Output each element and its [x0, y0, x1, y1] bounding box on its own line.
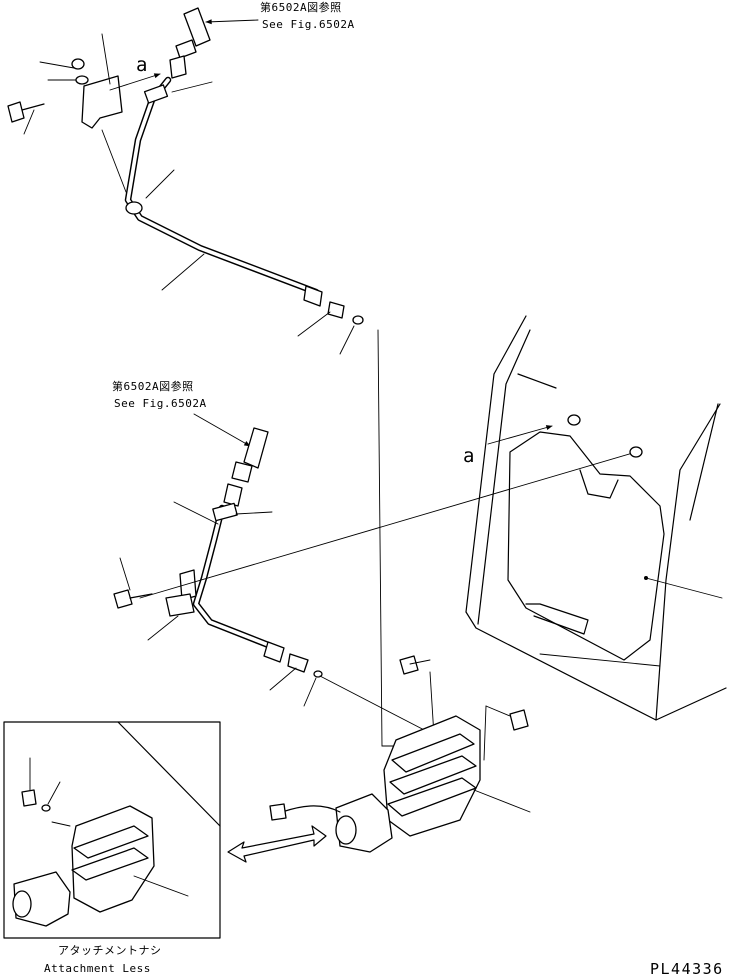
upper-clamp	[143, 84, 169, 104]
inset-label-en: Attachment Less	[44, 962, 151, 975]
lower-clamp	[212, 502, 238, 522]
lower-elbow	[287, 653, 309, 673]
lower-hose-end	[243, 427, 269, 469]
view-marker-right: a	[463, 445, 474, 467]
upper-hose-collar	[175, 39, 197, 59]
view-marker-right-arrow	[487, 425, 553, 445]
inset-label-jp: アタッチメントナシ	[58, 944, 162, 957]
drawing-number: PL44336	[650, 960, 724, 978]
inset-oring	[41, 804, 51, 812]
mounting-bracket	[81, 75, 123, 129]
nut	[71, 58, 85, 70]
lower-leaders	[119, 501, 317, 707]
upper-leaders	[23, 33, 355, 355]
lower-bracket	[179, 569, 197, 601]
inset-bolt	[21, 789, 37, 807]
inset-box	[3, 721, 221, 939]
upper-elbow	[327, 301, 345, 319]
valve-connector	[269, 803, 287, 821]
cover-bolt-1	[567, 414, 581, 426]
cover-bolt-2	[629, 446, 643, 458]
top-reference-jp: 第6502A図参照	[260, 0, 342, 14]
control-valve	[269, 329, 531, 853]
cab-panel	[465, 315, 727, 721]
bolt-to-cover-line	[139, 451, 637, 599]
lower-pipe-nut	[263, 641, 285, 663]
valve-wire	[281, 805, 341, 813]
cover-leader	[645, 577, 723, 599]
valve-nut	[509, 709, 529, 731]
view-marker-top: a	[136, 54, 147, 76]
upper-hose-end	[183, 7, 211, 47]
top-reference-en: See Fig.6502A	[262, 18, 355, 31]
upper-pipe-nut	[303, 285, 323, 307]
lower-hose-collar	[231, 461, 253, 483]
upper-pipe-assembly	[124, 7, 364, 325]
upper-adapter	[169, 55, 187, 79]
valve-bolt	[399, 655, 419, 675]
cover-handle	[525, 603, 589, 635]
washer	[75, 75, 89, 85]
lower-bracket-plate	[165, 593, 195, 617]
lower-adapter	[223, 483, 243, 507]
bolt-head	[7, 101, 25, 123]
middle-reference-en: See Fig.6502A	[114, 397, 207, 410]
upper-pipe	[124, 76, 320, 296]
upper-bracket-group	[7, 58, 123, 129]
lower-oring	[313, 670, 323, 678]
lower-pipe-assembly	[113, 427, 323, 678]
lower-bolt-head	[113, 589, 133, 609]
view-marker-top-arrow	[109, 73, 161, 91]
middle-reference-jp: 第6502A図参照	[112, 379, 194, 393]
bend-clamp	[125, 201, 143, 215]
inset-frame	[3, 721, 221, 939]
bolt-shank	[21, 103, 45, 111]
cover-notch	[579, 469, 619, 499]
upper-oring	[352, 315, 364, 325]
middle-reference-arrow	[193, 413, 251, 447]
top-reference-arrow	[205, 19, 259, 25]
cover-plate	[507, 431, 665, 661]
inset-double-arrow	[227, 825, 327, 863]
